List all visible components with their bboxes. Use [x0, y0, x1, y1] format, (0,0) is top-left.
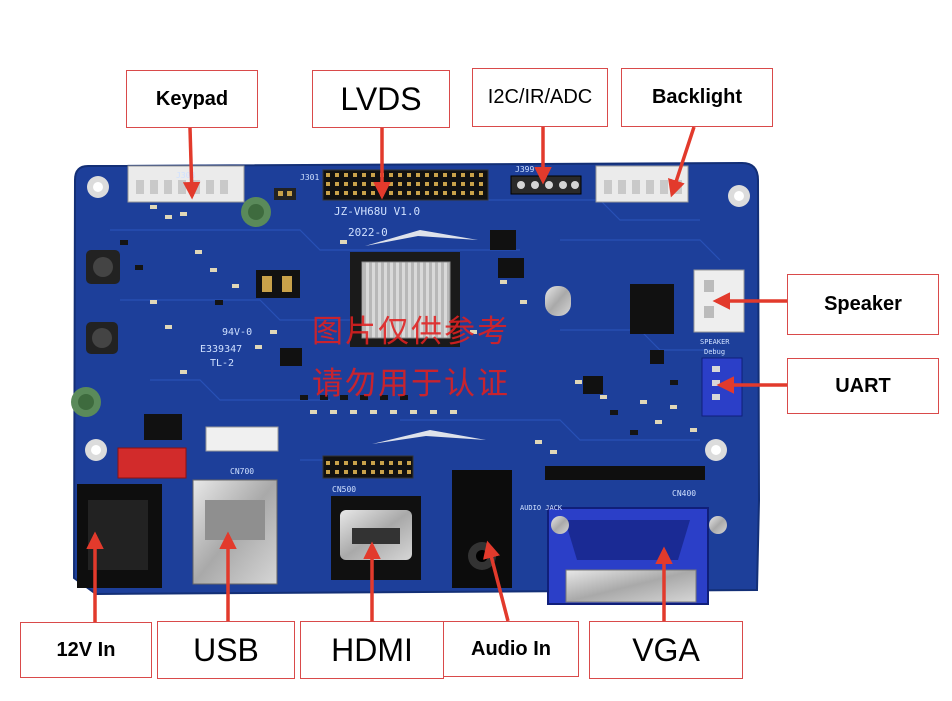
date-silkscreen: 2022-0: [348, 226, 388, 239]
mounting-hole-icon: [85, 176, 750, 461]
model-silkscreen: JZ-VH68U V1.0: [334, 205, 420, 218]
i2c-ir-adc-label: I2C/IR/ADC: [472, 68, 608, 127]
j303-silkscreen: J303: [176, 171, 195, 180]
speaker-silkscreen: SPEAKER: [700, 338, 730, 346]
cn400-silkscreen: CN400: [672, 489, 696, 498]
power-12v-label: 12V In: [20, 622, 152, 678]
cert-silkscreen: E339347: [200, 344, 242, 355]
ul-silkscreen: 94V-0: [222, 327, 252, 338]
uart-label: UART: [787, 358, 939, 414]
watermark-line-2: 请勿用于认证: [312, 366, 510, 402]
vga-label: VGA: [589, 621, 743, 679]
lvds-label: LVDS: [312, 70, 450, 128]
pcb-board: JZ-VH68U V1.0 2022-0 94V-0 E339347 TL-2 …: [71, 161, 761, 605]
watermark-line-1: 图片仅供参考: [312, 314, 510, 350]
keypad-label: Keypad: [126, 70, 258, 128]
speaker-label: Speaker: [787, 274, 939, 335]
arrow-keypad-icon: [182, 127, 201, 200]
cn500-silkscreen: CN500: [332, 485, 356, 494]
debug-silkscreen: Debug: [704, 348, 725, 356]
arrow-audio-icon: [483, 540, 510, 622]
hdmi-label: HDMI: [300, 621, 444, 679]
audio-in-label: Audio In: [443, 621, 579, 677]
cn700-silkscreen: CN700: [230, 467, 254, 476]
annotation-arrows: [86, 126, 787, 622]
j301-silkscreen: J301: [300, 173, 319, 182]
audio-jack-silkscreen: AUDIO JACK: [520, 504, 563, 512]
j399-silkscreen: J399: [515, 165, 534, 174]
arrow-backlight-icon: [668, 126, 696, 198]
backlight-label: Backlight: [621, 68, 773, 127]
usb-label: USB: [157, 621, 295, 679]
tl-silkscreen: TL-2: [210, 358, 234, 369]
